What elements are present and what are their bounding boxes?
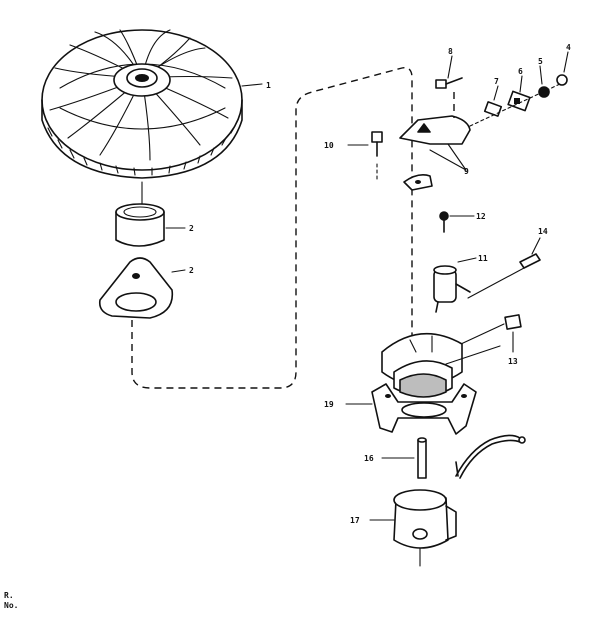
- callout-17: 17: [350, 516, 360, 525]
- part-6: [507, 90, 531, 112]
- callout-9: 9: [464, 167, 469, 176]
- corner-label-line1: R.: [4, 591, 14, 600]
- flywheel: [41, 29, 243, 179]
- coil-part-17: [393, 489, 457, 567]
- plunger-part-16: [417, 437, 427, 479]
- callout-13: 13: [508, 357, 518, 366]
- part-13: [504, 314, 522, 330]
- mounting-bracket: [399, 115, 471, 191]
- callout-7: 7: [494, 77, 499, 86]
- callout-19: 19: [324, 400, 334, 409]
- part-5: [538, 86, 550, 98]
- part-7: [483, 101, 503, 117]
- callout-5: 5: [538, 57, 543, 66]
- screw-part-10: [371, 131, 383, 157]
- corner-label-line2: No.: [4, 601, 19, 610]
- bracket-plate: [98, 257, 174, 319]
- ground-wire: [455, 434, 526, 479]
- callout-12: 12: [476, 212, 486, 221]
- callout-10: 10: [324, 141, 334, 150]
- callout-1: 1: [266, 81, 271, 90]
- callout-11: 11: [478, 254, 488, 263]
- callout-16: 16: [364, 454, 374, 463]
- part-4: [556, 74, 568, 86]
- callout-2-sleeve: 2: [189, 224, 194, 233]
- callout-4: 4: [566, 43, 571, 52]
- callout-2-plate: 2: [189, 266, 194, 275]
- bolt-part-8: [435, 77, 463, 89]
- callout-6: 6: [518, 67, 523, 76]
- breaker-housing-part-19: [371, 332, 477, 435]
- dashed-leader: [131, 67, 413, 389]
- screw-part-12: [439, 211, 449, 233]
- callout-labels: 1 2 2 8 7 6 5 4 10 9 12 14 11 13 19 16 1…: [189, 43, 571, 525]
- clip-part-14: [519, 253, 541, 269]
- callout-14: 14: [538, 227, 548, 236]
- condenser-part-11: [433, 265, 471, 313]
- corner-label: R. No.: [4, 591, 18, 611]
- callout-8-top: 8: [448, 47, 453, 56]
- sleeve: [115, 181, 165, 247]
